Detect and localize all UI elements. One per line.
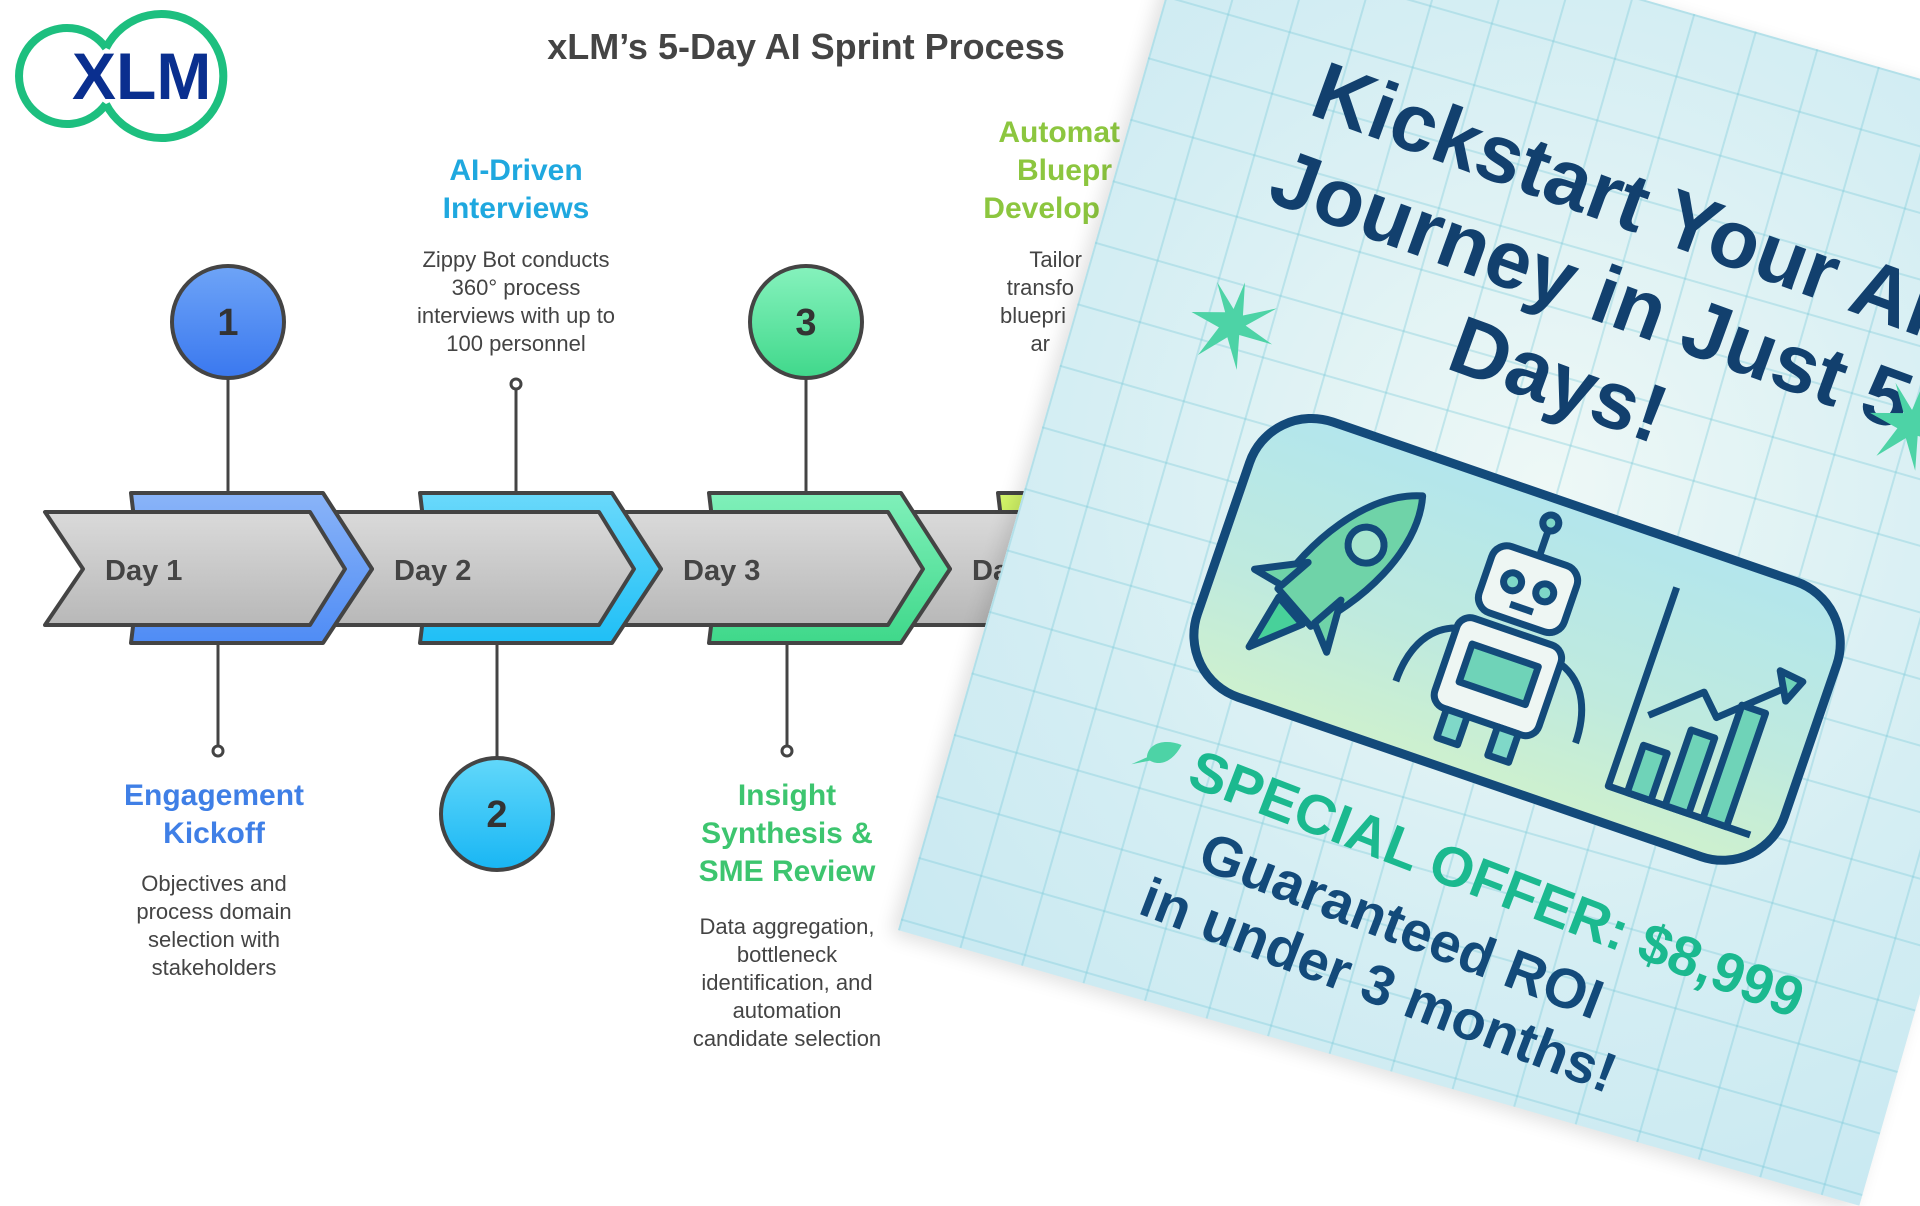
desc-line: 100 personnel <box>446 331 586 356</box>
robot-icon <box>1392 511 1586 766</box>
connector-pin <box>211 744 225 758</box>
day2-heading: AI-Driven Interviews <box>376 152 656 228</box>
desc-line: Tailor <box>1029 247 1082 272</box>
day-chevron[interactable] <box>621 510 925 627</box>
page-title: xLM’s 5-Day AI Sprint Process <box>547 26 1065 67</box>
illustration <box>1245 492 1807 839</box>
desc-line: candidate selection <box>692 1026 882 1051</box>
connector-pin <box>509 377 523 391</box>
heading-line: AI-Driven <box>449 154 583 187</box>
connector-pin <box>780 744 794 758</box>
day-chevron[interactable] <box>43 510 347 627</box>
desc-line: Objectives and <box>141 871 287 896</box>
sparkle-star-icon <box>1869 382 1920 471</box>
day1-description: Objectives and process domain selection … <box>74 870 354 982</box>
heading-line: SME Review <box>698 855 876 888</box>
day-number: 2 <box>486 794 507 836</box>
day2-description: Zippy Bot conducts 360° process intervie… <box>376 246 656 358</box>
rocket-leaf-icon <box>1131 742 1182 765</box>
rocket-icon <box>1245 492 1427 656</box>
desc-line: transfo <box>1006 275 1074 300</box>
day-number: 1 <box>217 302 238 344</box>
day-label: Day 1 <box>105 555 182 587</box>
xlm-logo: XLM <box>15 10 228 142</box>
day-label: Day 2 <box>394 555 471 587</box>
heading-line: Engagement <box>123 779 305 812</box>
heading-line: Bluepr <box>1016 154 1112 187</box>
desc-line: identification, and <box>701 970 873 995</box>
desc-line: Zippy Bot conducts <box>422 247 610 272</box>
desc-line: interviews with up to <box>416 303 616 328</box>
day-number-circle <box>439 756 555 872</box>
desc-line: bottleneck <box>736 942 838 967</box>
day4-description: Tailor transfo bluepri ar <box>960 246 1100 358</box>
logo-text: XLM <box>72 39 211 113</box>
heading-line: Interviews <box>442 192 590 225</box>
heading-line: Insight <box>737 779 837 812</box>
day-number-circle <box>170 264 286 380</box>
day-chevron[interactable] <box>332 510 636 627</box>
growth-chart-icon <box>1604 586 1807 839</box>
promo-overlay-card[interactable]: Kickstart Your AI Journey in Just 5 Days… <box>898 0 1920 1206</box>
sparkle-star-icon <box>1191 281 1277 370</box>
illustration-panel <box>1170 395 1864 884</box>
heading-line: Develop <box>983 192 1100 225</box>
day-number-circle <box>748 264 864 380</box>
day1-heading: Engagement Kickoff <box>74 777 354 853</box>
desc-line: bluepri <box>999 303 1066 328</box>
desc-line: 360° process <box>451 275 581 300</box>
heading-line: Automat <box>998 116 1120 149</box>
desc-line: process domain <box>136 899 292 924</box>
heading-line: Synthesis & <box>701 817 873 850</box>
desc-line: stakeholders <box>151 955 277 980</box>
day-label: Day 3 <box>683 555 760 587</box>
day3-description: Data aggregation, bottleneck identificat… <box>647 913 927 1053</box>
day-number: 3 <box>795 302 816 344</box>
desc-line: Data aggregation, <box>699 914 875 939</box>
desc-line: selection with <box>147 927 281 952</box>
heading-line: Kickoff <box>163 817 265 850</box>
desc-line: automation <box>732 998 842 1023</box>
day4-heading: Automat Bluepr Develop <box>960 114 1120 228</box>
desc-line: ar <box>1030 331 1050 356</box>
day3-heading: Insight Synthesis & SME Review <box>647 777 927 891</box>
special-offer-text: SPECIAL OFFER: $8,999 <box>1100 705 1833 1038</box>
